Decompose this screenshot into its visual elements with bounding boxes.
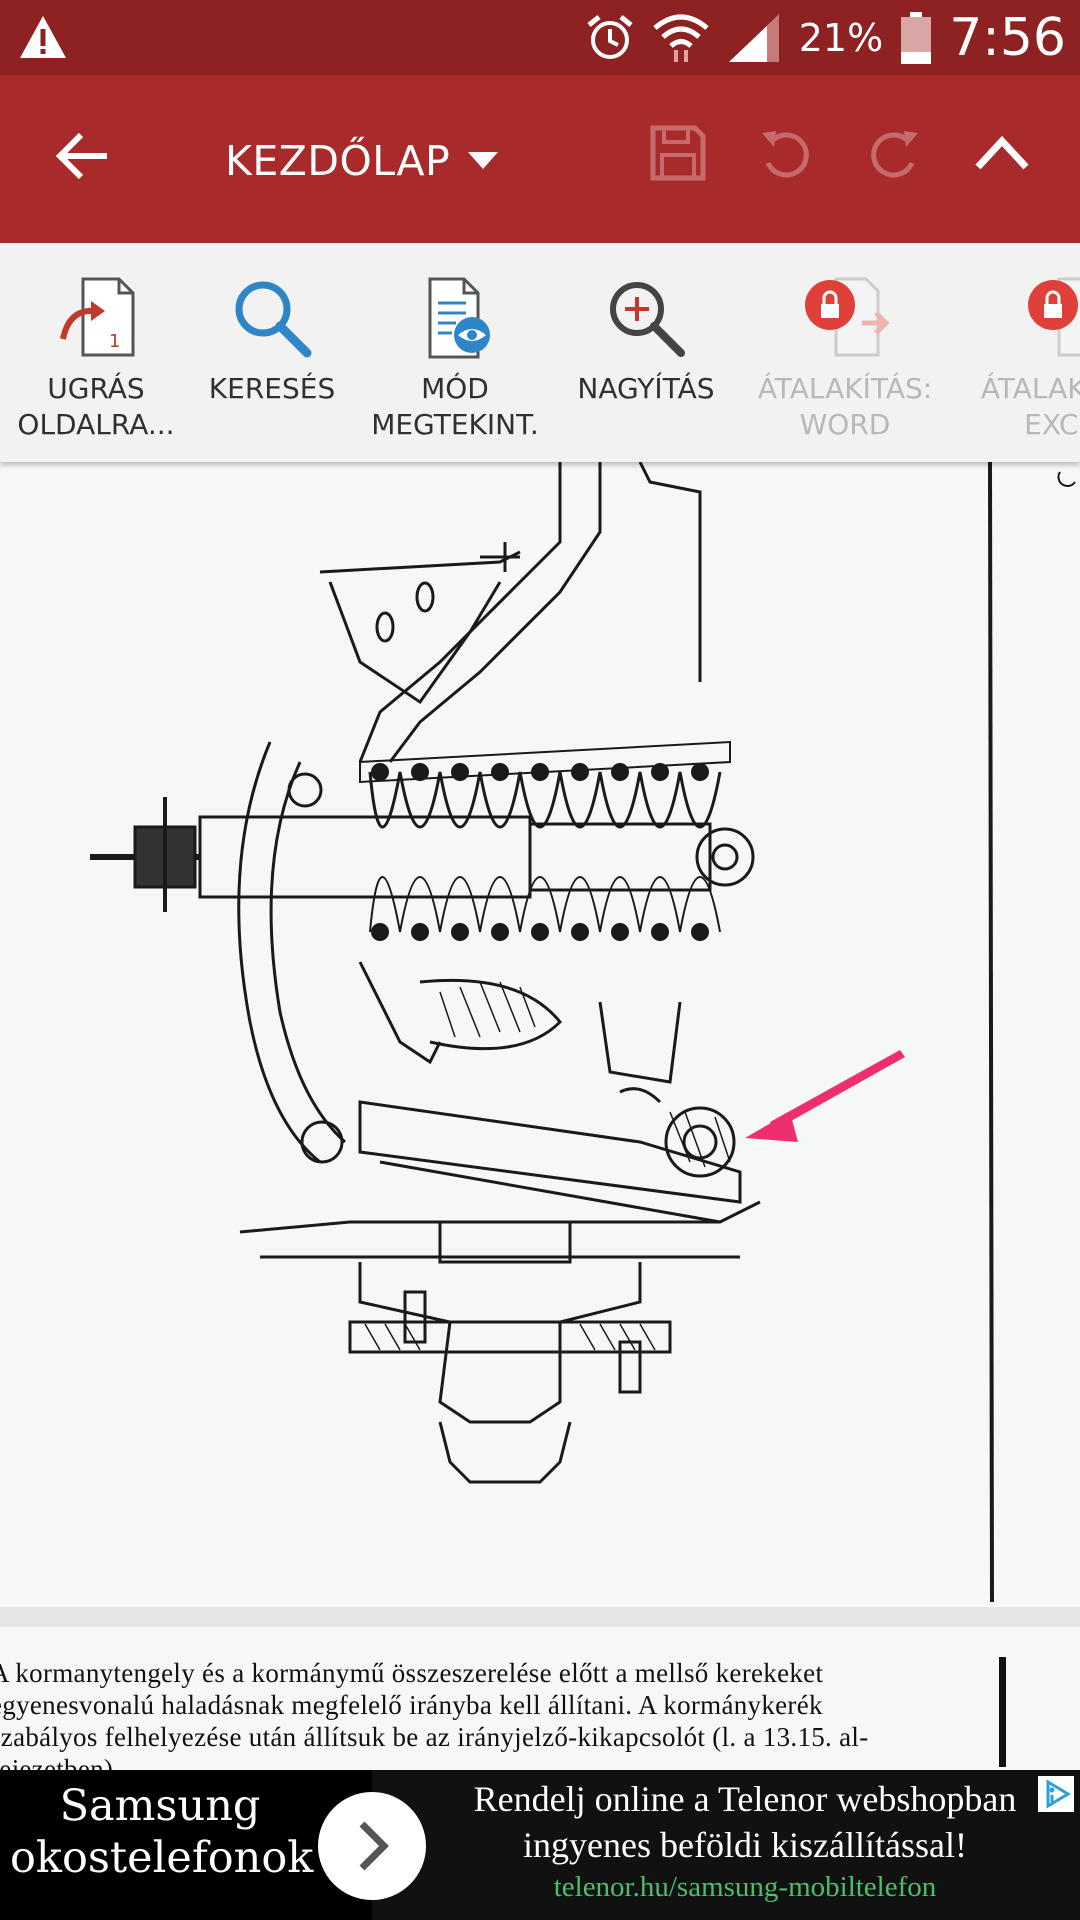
- ad-next-button[interactable]: [318, 1792, 426, 1900]
- ad-left-text: Samsung okostelefonok: [10, 1781, 314, 1883]
- suspension-drawing: [90, 462, 1076, 1603]
- document-page: A kormanytengely és a kormánymű összesze…: [0, 1627, 1080, 1770]
- document-text: A kormanytengely és a kormánymű összesze…: [0, 1658, 869, 1770]
- undo-icon[interactable]: [758, 125, 814, 181]
- locked-convert-icon: [1028, 277, 1080, 357]
- margin-bar: [999, 1657, 1006, 1767]
- status-bar: 21% 7:56: [0, 0, 1080, 75]
- alarm-icon: [587, 15, 633, 59]
- signal-icon: [728, 14, 779, 62]
- goto-page-icon: 1: [60, 277, 135, 357]
- redo-icon[interactable]: [866, 125, 922, 181]
- convert-word-label: ÁTALAKÍTÁS:WORD: [757, 372, 933, 441]
- svg-text:1: 1: [109, 331, 120, 352]
- battery-percent: 21%: [798, 16, 884, 60]
- ribbon-tab-selector[interactable]: KEZDŐLAP: [225, 137, 499, 185]
- ad-banner[interactable]: Samsung okostelefonok Rendelj online a T…: [0, 1770, 1080, 1920]
- save-icon[interactable]: [650, 125, 706, 181]
- search-label: KERESÉS: [208, 372, 336, 405]
- document-page: [0, 462, 1080, 1607]
- locked-convert-icon: [805, 277, 890, 357]
- ad-right-panel: [372, 1770, 1080, 1920]
- search-button[interactable]: KERESÉS: [172, 243, 372, 462]
- page-separator: [0, 1607, 1080, 1627]
- wifi-icon: [653, 14, 709, 62]
- ribbon-tab-title: KEZDŐLAP: [225, 137, 451, 185]
- ad-url: telenor.hu/samsung-mobiltelefon: [553, 1871, 937, 1903]
- zoom-button[interactable]: NAGYÍTÁS: [546, 243, 746, 462]
- battery-icon: [901, 12, 932, 64]
- convert-word-button[interactable]: ÁTALAKÍTÁS:WORD: [745, 243, 945, 462]
- warning-icon: [20, 16, 66, 58]
- convert-excel-button[interactable]: ÁTALAKÍTÁS:EXCEL: [968, 243, 1080, 462]
- zoom-icon: [610, 282, 685, 357]
- search-icon: [235, 281, 312, 358]
- collapse-chevron-icon[interactable]: [974, 135, 1030, 171]
- chevron-right-icon: [359, 1821, 389, 1871]
- ad-right-text: Rendelj online a Telenor webshopban ingy…: [440, 1776, 1050, 1906]
- ad-choices-icon[interactable]: [1038, 1776, 1074, 1812]
- document-viewport[interactable]: A kormanytengely és a kormánymű összesze…: [0, 462, 1080, 1770]
- convert-excel-label: ÁTALAKÍTÁS:EXCEL: [980, 372, 1080, 441]
- zoom-label: NAGYÍTÁS: [577, 372, 715, 405]
- clock: 7:56: [949, 8, 1066, 68]
- app-toolbar: KEZDŐLAP: [0, 75, 1080, 243]
- view-mode-icon: [428, 277, 490, 359]
- dropdown-caret-icon: [468, 152, 499, 169]
- back-arrow-icon[interactable]: [55, 131, 111, 181]
- highlight-arrow: [745, 1050, 905, 1142]
